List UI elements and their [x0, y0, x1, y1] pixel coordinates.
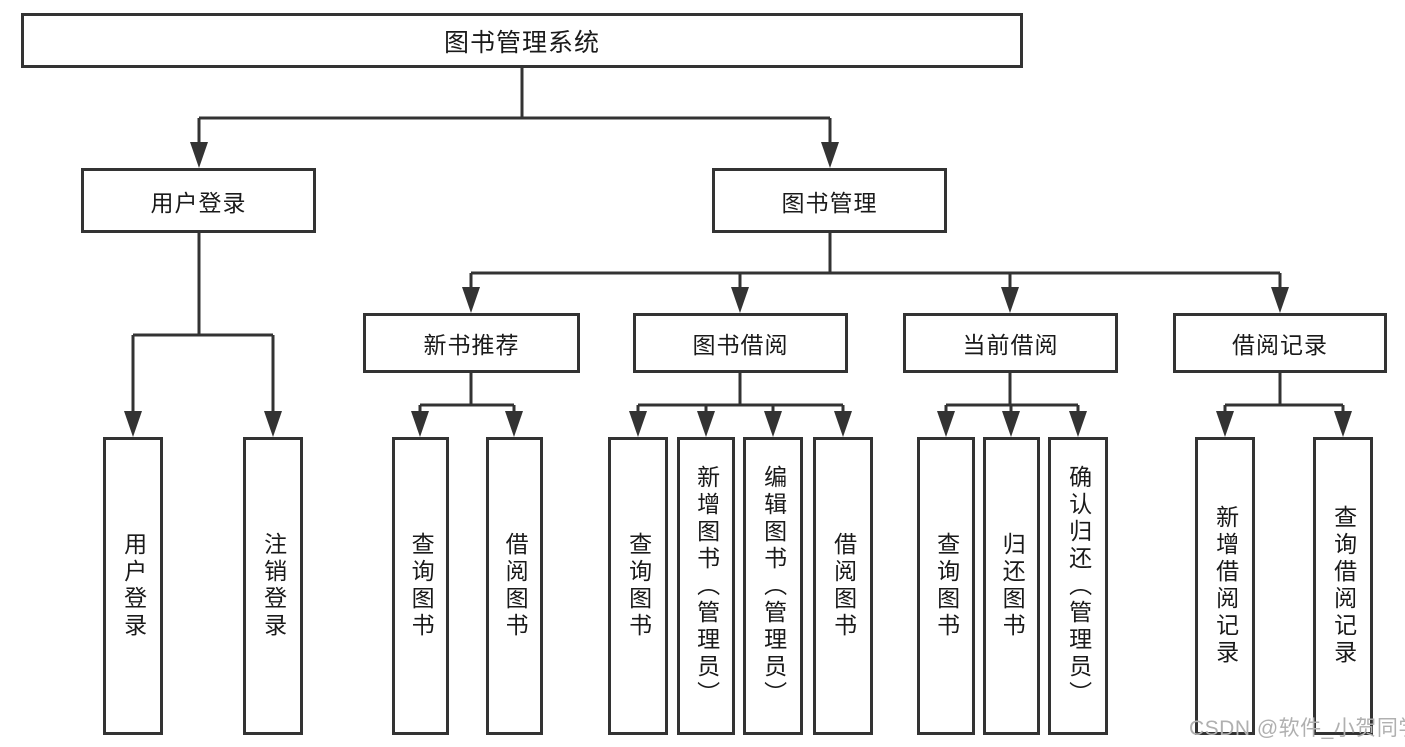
- node-borrowing-records: 借阅记录: [1173, 313, 1387, 373]
- leaf-logout: 注销登录: [243, 437, 303, 735]
- arrow-down-icon: [937, 411, 955, 437]
- edge-book-management-to-level2: [462, 233, 1289, 313]
- arrow-down-icon: [1271, 287, 1289, 313]
- node-new-book-recommendation: 新书推荐: [363, 313, 580, 373]
- node-book-management: 图书管理: [712, 168, 947, 233]
- leaf-add-books-admin: 新增图书（管理员）: [677, 437, 735, 735]
- arrow-down-icon: [697, 411, 715, 437]
- leaf-add-borrow-record: 新增借阅记录: [1195, 437, 1255, 735]
- arrow-down-icon: [124, 411, 142, 437]
- leaf-query-books-borrow: 查询图书: [608, 437, 668, 735]
- leaf-user-login: 用户登录: [103, 437, 163, 735]
- csdn-watermark: CSDN @软件_小贺同学: [1189, 717, 1405, 740]
- arrow-down-icon: [629, 411, 647, 437]
- arrow-down-icon: [264, 411, 282, 437]
- leaf-query-books-recommend: 查询图书: [392, 437, 449, 735]
- leaf-borrow-books-recommend: 借阅图书: [486, 437, 543, 735]
- arrow-down-icon: [1001, 287, 1019, 313]
- leaf-borrow-books: 借阅图书: [813, 437, 873, 735]
- arrow-down-icon: [411, 411, 429, 437]
- arrow-down-icon: [1069, 411, 1087, 437]
- edge-new-book-recommendation-to-children: [411, 373, 523, 437]
- edge-book-borrowing-to-children: [629, 373, 852, 437]
- edge-user-login-to-children: [124, 233, 282, 437]
- edge-current-borrowing-to-children: [937, 373, 1087, 437]
- leaf-confirm-return-admin: 确认归还（管理员）: [1048, 437, 1108, 735]
- arrow-down-icon: [462, 287, 480, 313]
- arrow-down-icon: [1216, 411, 1234, 437]
- node-user-login: 用户登录: [81, 168, 316, 233]
- edge-borrowing-records-to-children: [1216, 373, 1352, 437]
- leaf-edit-books-admin: 编辑图书（管理员）: [743, 437, 803, 735]
- arrow-down-icon: [505, 411, 523, 437]
- node-root-system: 图书管理系统: [21, 13, 1023, 68]
- leaf-return-books: 归还图书: [983, 437, 1040, 735]
- arrow-down-icon: [821, 142, 839, 168]
- arrow-down-icon: [1334, 411, 1352, 437]
- leaf-query-books-current: 查询图书: [917, 437, 975, 735]
- arrow-down-icon: [190, 142, 208, 168]
- node-book-borrowing: 图书借阅: [633, 313, 848, 373]
- edge-root-to-level1: [190, 68, 839, 168]
- arrow-down-icon: [764, 411, 782, 437]
- node-current-borrowing: 当前借阅: [903, 313, 1118, 373]
- arrow-down-icon: [1002, 411, 1020, 437]
- leaf-query-borrow-record: 查询借阅记录: [1313, 437, 1373, 735]
- arrow-down-icon: [731, 287, 749, 313]
- arrow-down-icon: [834, 411, 852, 437]
